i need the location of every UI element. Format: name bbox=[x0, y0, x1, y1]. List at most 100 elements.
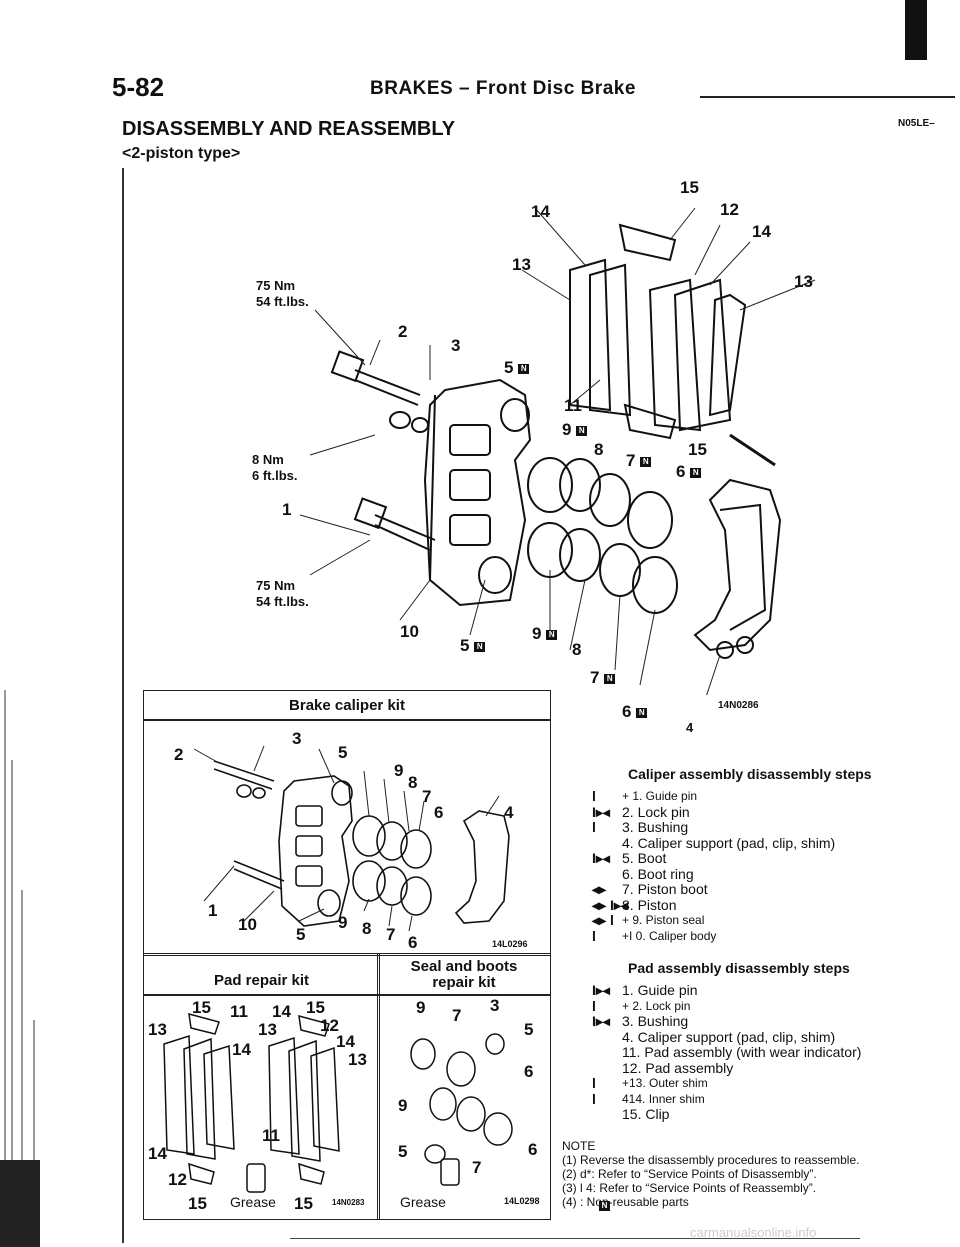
note-line-4: (4) : Non-reusable parts bbox=[562, 1195, 689, 1209]
caliper-steps-title: Caliper assembly disassembly steps bbox=[628, 766, 872, 782]
guide-pin-bottom bbox=[374, 514, 436, 551]
ck-label-6: 6 bbox=[434, 803, 444, 822]
label-9-top: 9 N bbox=[562, 420, 588, 440]
sk-grease-label: Grease bbox=[400, 1194, 446, 1210]
pk-label-15c: 15 bbox=[188, 1194, 207, 1213]
pad-kit-diagram bbox=[163, 1012, 340, 1193]
diagram-code: 14N0286 bbox=[718, 700, 759, 711]
pk-label-15a: 15 bbox=[192, 998, 211, 1017]
step-text: +I 0. Caliper body bbox=[622, 928, 717, 943]
note-line-1: (1) Reverse the disassembly procedures t… bbox=[562, 1153, 860, 1167]
step-text: + 1. Guide pin bbox=[622, 789, 698, 803]
pk-code: 14N0283 bbox=[332, 1198, 365, 1207]
step-text: 5. Boot bbox=[622, 850, 667, 866]
step-text: 414. Inner shim bbox=[622, 1091, 705, 1106]
step-marker-icon: I▸◂ bbox=[592, 850, 610, 866]
pk-label-13a: 13 bbox=[148, 1020, 167, 1039]
label-9-top-text: 9 bbox=[562, 420, 572, 439]
section-code: N05LE– bbox=[898, 118, 935, 129]
kit-title-rule bbox=[144, 994, 379, 996]
bottom-rule bbox=[290, 1238, 860, 1239]
sk-label-5b: 5 bbox=[398, 1142, 408, 1161]
scan-edge-artifact bbox=[0, 690, 40, 1247]
step-marker-icon: ◂▸ bbox=[592, 881, 607, 897]
label-7-top: 7 N bbox=[626, 451, 652, 471]
non-reusable-icon: N bbox=[518, 363, 530, 374]
caliper-kit-diagram bbox=[193, 745, 510, 932]
ck-label-9b: 9 bbox=[338, 913, 348, 932]
pk-label-14b: 14 bbox=[232, 1040, 251, 1059]
non-reusable-icon: N bbox=[599, 1197, 610, 1215]
sk-label-5a: 5 bbox=[524, 1020, 534, 1039]
step-marker-icon: ◂▸ I▸◂ bbox=[592, 896, 628, 913]
step-text: 11. Pad assembly (with wear indicator) bbox=[622, 1044, 862, 1060]
step-marker-icon: l bbox=[592, 1090, 596, 1107]
step-marker-icon: l bbox=[592, 1075, 596, 1091]
step-text: 4. Caliper support (pad, clip, shim) bbox=[622, 1028, 836, 1045]
pk-grease-label: Grease bbox=[230, 1194, 276, 1210]
ck-label-8: 8 bbox=[408, 773, 418, 792]
ck-label-2: 2 bbox=[174, 745, 184, 764]
pk-label-13c: 13 bbox=[348, 1050, 367, 1069]
label-7-bottom-text: 7 bbox=[590, 668, 600, 687]
ck-label-10: 10 bbox=[238, 915, 257, 934]
torque-top-ftlbs: 54 ft.lbs. bbox=[256, 294, 309, 309]
scan-corner-mark bbox=[905, 0, 927, 60]
ck-label-5b: 5 bbox=[296, 925, 306, 944]
step-marker-icon: l bbox=[592, 927, 596, 944]
label-5-top-text: 5 bbox=[504, 358, 514, 377]
label-13-left: 13 bbox=[512, 255, 531, 274]
non-reusable-icon: N bbox=[576, 425, 588, 436]
exploded-view-diagram bbox=[299, 207, 816, 695]
ck-label-5: 5 bbox=[338, 743, 348, 762]
label-13-right: 13 bbox=[794, 272, 813, 291]
sk-label-3: 3 bbox=[490, 996, 500, 1015]
pk-label-15d: 15 bbox=[294, 1194, 313, 1213]
label-10: 10 bbox=[400, 622, 419, 641]
note-badge: N bbox=[599, 1200, 610, 1211]
step-text: 3. Bushing bbox=[622, 819, 689, 835]
ck-label-8b: 8 bbox=[362, 919, 372, 938]
pk-label-15b: 15 bbox=[306, 998, 325, 1017]
label-7-bottom: 7 N bbox=[590, 668, 616, 688]
label-14-right: 14 bbox=[752, 222, 771, 241]
non-reusable-icon: N bbox=[636, 707, 648, 718]
label-11: 11 bbox=[564, 396, 582, 415]
non-reusable-icon: N bbox=[604, 673, 616, 684]
pk-label-14c: 14 bbox=[336, 1032, 355, 1051]
kit-title-rule bbox=[378, 994, 550, 996]
seal-kit-title-line2: repair kit bbox=[432, 974, 496, 991]
label-2: 2 bbox=[398, 322, 408, 341]
label-7-top-text: 7 bbox=[626, 451, 636, 470]
step-marker-icon: l bbox=[592, 819, 596, 835]
sk-label-9a: 9 bbox=[416, 998, 426, 1017]
non-reusable-icon: N bbox=[690, 467, 702, 478]
ck-label-6b: 6 bbox=[408, 933, 418, 952]
step-text: + 9. Piston seal bbox=[622, 913, 705, 927]
section-title: DISASSEMBLY AND REASSEMBLY bbox=[122, 118, 456, 140]
left-margin-rule bbox=[122, 168, 124, 1243]
non-reusable-icon: N bbox=[546, 629, 558, 640]
ck-label-3: 3 bbox=[292, 729, 302, 748]
torque-bottom-ftlbs: 54 ft.lbs. bbox=[256, 594, 309, 609]
step-text: + 2. Lock pin bbox=[622, 998, 691, 1013]
pk-label-11b: 11 bbox=[262, 1126, 280, 1145]
step-text: 6. Boot ring bbox=[622, 865, 694, 882]
step-marker-icon: l bbox=[592, 788, 596, 804]
header-rule bbox=[700, 96, 955, 98]
step-marker-icon: l bbox=[592, 997, 596, 1014]
step-text: 3. Bushing bbox=[622, 1013, 689, 1029]
caliper-support-shape bbox=[693, 478, 782, 652]
pk-label-12b: 12 bbox=[168, 1170, 187, 1189]
step-text: +13. Outer shim bbox=[622, 1076, 708, 1090]
pk-label-13b: 13 bbox=[258, 1020, 277, 1039]
pk-label-12a: 12 bbox=[320, 1016, 339, 1035]
torque-top-nm: 75 Nm bbox=[256, 278, 296, 293]
seal-kit-title-line1: Seal and boots bbox=[410, 958, 518, 975]
pk-label-14d: 14 bbox=[148, 1144, 167, 1163]
brake-caliper-kit-box: Brake caliper kit bbox=[143, 690, 551, 956]
kit-title-rule bbox=[144, 719, 550, 721]
seal-boots-kit-box: Seal and boots repair kit 9 7 3 5 6 9 5 … bbox=[377, 953, 551, 1220]
sk-label-6a: 6 bbox=[524, 1062, 534, 1081]
pk-label-11a: 11 bbox=[230, 1002, 248, 1021]
